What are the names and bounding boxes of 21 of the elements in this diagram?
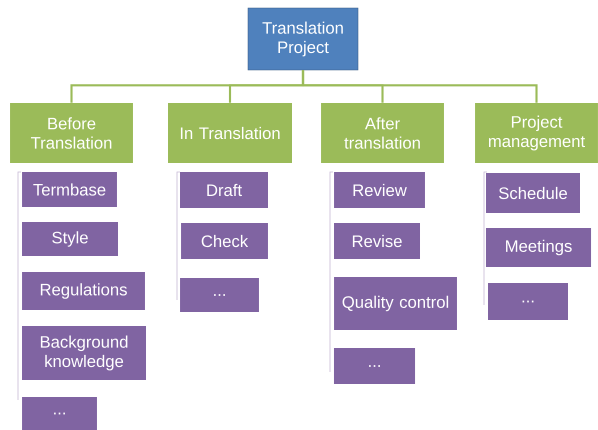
task-box: ... — [334, 348, 416, 384]
task-box: Check — [181, 223, 268, 259]
task-box: Draft — [180, 172, 268, 208]
phase-box: After translation — [321, 103, 444, 163]
task-box: Revise — [334, 223, 420, 259]
connector-line — [302, 70, 538, 103]
task-box: Meetings — [486, 228, 592, 267]
task-box: ... — [180, 278, 259, 312]
phase-box: In Translation — [168, 103, 292, 163]
task-box: ... — [22, 396, 97, 430]
title-box: Translation Project — [248, 8, 358, 70]
task-box: Style — [22, 222, 118, 256]
task-box: Background knowledge — [22, 326, 146, 380]
task-box: Termbase — [22, 172, 117, 207]
task-box: Review — [334, 172, 425, 208]
task-box: Schedule — [486, 173, 580, 213]
task-box: Regulations — [22, 272, 145, 310]
task-box: Quality control — [334, 276, 457, 330]
phase-box: Project management — [475, 103, 598, 163]
phase-box: Before Translation — [10, 103, 133, 163]
task-box: ... — [488, 282, 568, 320]
